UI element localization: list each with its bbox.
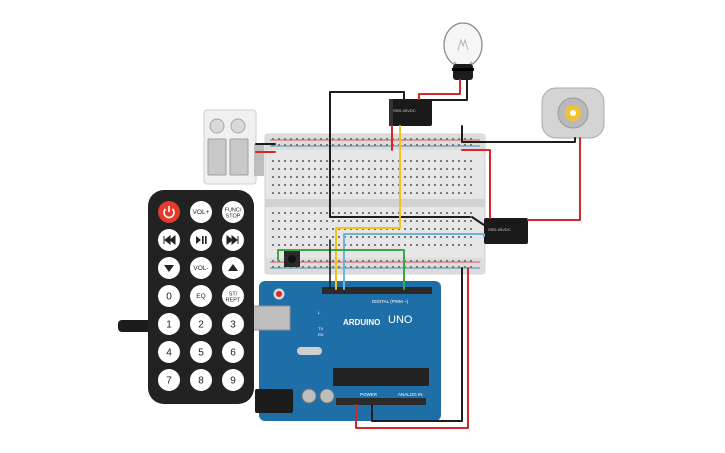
- remote-button-label: VOL+: [193, 209, 210, 216]
- rx-label: RX: [318, 332, 324, 337]
- remote-button-power[interactable]: [158, 201, 180, 223]
- remote-button-two[interactable]: 2: [190, 313, 212, 335]
- remote-button-label: 7: [166, 376, 172, 387]
- remote-button-st-rept[interactable]: ST/REPT: [222, 285, 244, 307]
- remote-button-label: 3: [230, 320, 236, 331]
- relay-top-label: SRD-05VDC: [393, 108, 416, 113]
- remote-button-label: FUNC/STOP: [225, 208, 242, 220]
- remote-button-up[interactable]: [222, 257, 244, 279]
- l-label: L: [318, 310, 321, 315]
- remote-button-six[interactable]: 6: [222, 341, 244, 363]
- remote-button-label: 4: [166, 348, 172, 359]
- triangle-up-icon: [228, 264, 238, 271]
- remote-button-label: 5: [198, 348, 204, 359]
- remote-button-label: 0: [166, 292, 172, 303]
- breadboard[interactable]: [264, 133, 486, 275]
- analog-header-label: ANALOG IN: [398, 392, 423, 397]
- remote-button-vol-down[interactable]: VOL-: [190, 257, 212, 279]
- arduino-model: UNO: [388, 314, 413, 326]
- skip-back-icon: [163, 234, 176, 246]
- remote-button-five[interactable]: 5: [190, 341, 212, 363]
- relay-right-label: SRD-05VDC: [488, 227, 511, 232]
- light-bulb[interactable]: [443, 22, 483, 80]
- remote-button-down[interactable]: [158, 257, 180, 279]
- remote-button-seven[interactable]: 7: [158, 369, 180, 391]
- digital-header-label: DIGITAL (PWM ~): [372, 299, 409, 304]
- power-icon: [163, 206, 175, 219]
- remote-button-label: ST/REPT: [226, 292, 241, 304]
- remote-button-nine[interactable]: 9: [222, 369, 244, 391]
- remote-button-func-stop[interactable]: FUNC/STOP: [222, 201, 244, 223]
- relay-right[interactable]: SRD-05VDC: [484, 218, 528, 244]
- play-pause-icon: [196, 236, 207, 244]
- remote-button-label: 2: [198, 320, 204, 331]
- wires: [255, 79, 581, 429]
- remote-button-next[interactable]: [222, 229, 244, 251]
- remote-button-eight[interactable]: 8: [190, 369, 212, 391]
- remote-button-one[interactable]: 1: [158, 313, 180, 335]
- tx-label: TX: [318, 326, 323, 331]
- remote-button-four[interactable]: 4: [158, 341, 180, 363]
- arduino-logo: ARDUINO: [343, 318, 380, 327]
- ir-receiver-module[interactable]: [203, 109, 264, 185]
- remote-button-zero[interactable]: 0: [158, 285, 180, 307]
- ir-remote[interactable]: VOL+ FUNC/STOP VOL- 0 EQ ST/REPT 1 2 3 4 5 6 7 8 9: [118, 190, 254, 404]
- remote-button-eq[interactable]: EQ: [190, 285, 212, 307]
- remote-button-label: EQ: [196, 293, 205, 300]
- relay-top[interactable]: SRD-05VDC: [389, 99, 432, 126]
- remote-button-label: 6: [230, 348, 236, 359]
- remote-button-label: 1: [166, 320, 172, 331]
- remote-button-vol-up[interactable]: VOL+: [190, 201, 212, 223]
- remote-button-label: 9: [230, 376, 236, 387]
- push-button[interactable]: [284, 251, 300, 267]
- skip-forward-icon: [226, 234, 239, 246]
- power-header-label: POWER: [360, 392, 378, 397]
- dc-motor[interactable]: [541, 87, 605, 139]
- triangle-down-icon: [164, 265, 174, 272]
- remote-button-play-pause[interactable]: [190, 229, 212, 251]
- remote-button-prev[interactable]: [158, 229, 180, 251]
- arduino-uno-board[interactable]: ARDUINO UNO DIGITAL (PWM ~) POWER ANALOG…: [249, 281, 441, 421]
- remote-button-label: 8: [198, 376, 204, 387]
- remote-button-label: VOL-: [193, 265, 208, 272]
- remote-button-three[interactable]: 3: [222, 313, 244, 335]
- remote-buttons: VOL+ FUNC/STOP VOL- 0 EQ ST/REPT 1 2 3 4 5 6 7 8 9: [158, 201, 244, 391]
- breadboard-holes: [272, 138, 472, 268]
